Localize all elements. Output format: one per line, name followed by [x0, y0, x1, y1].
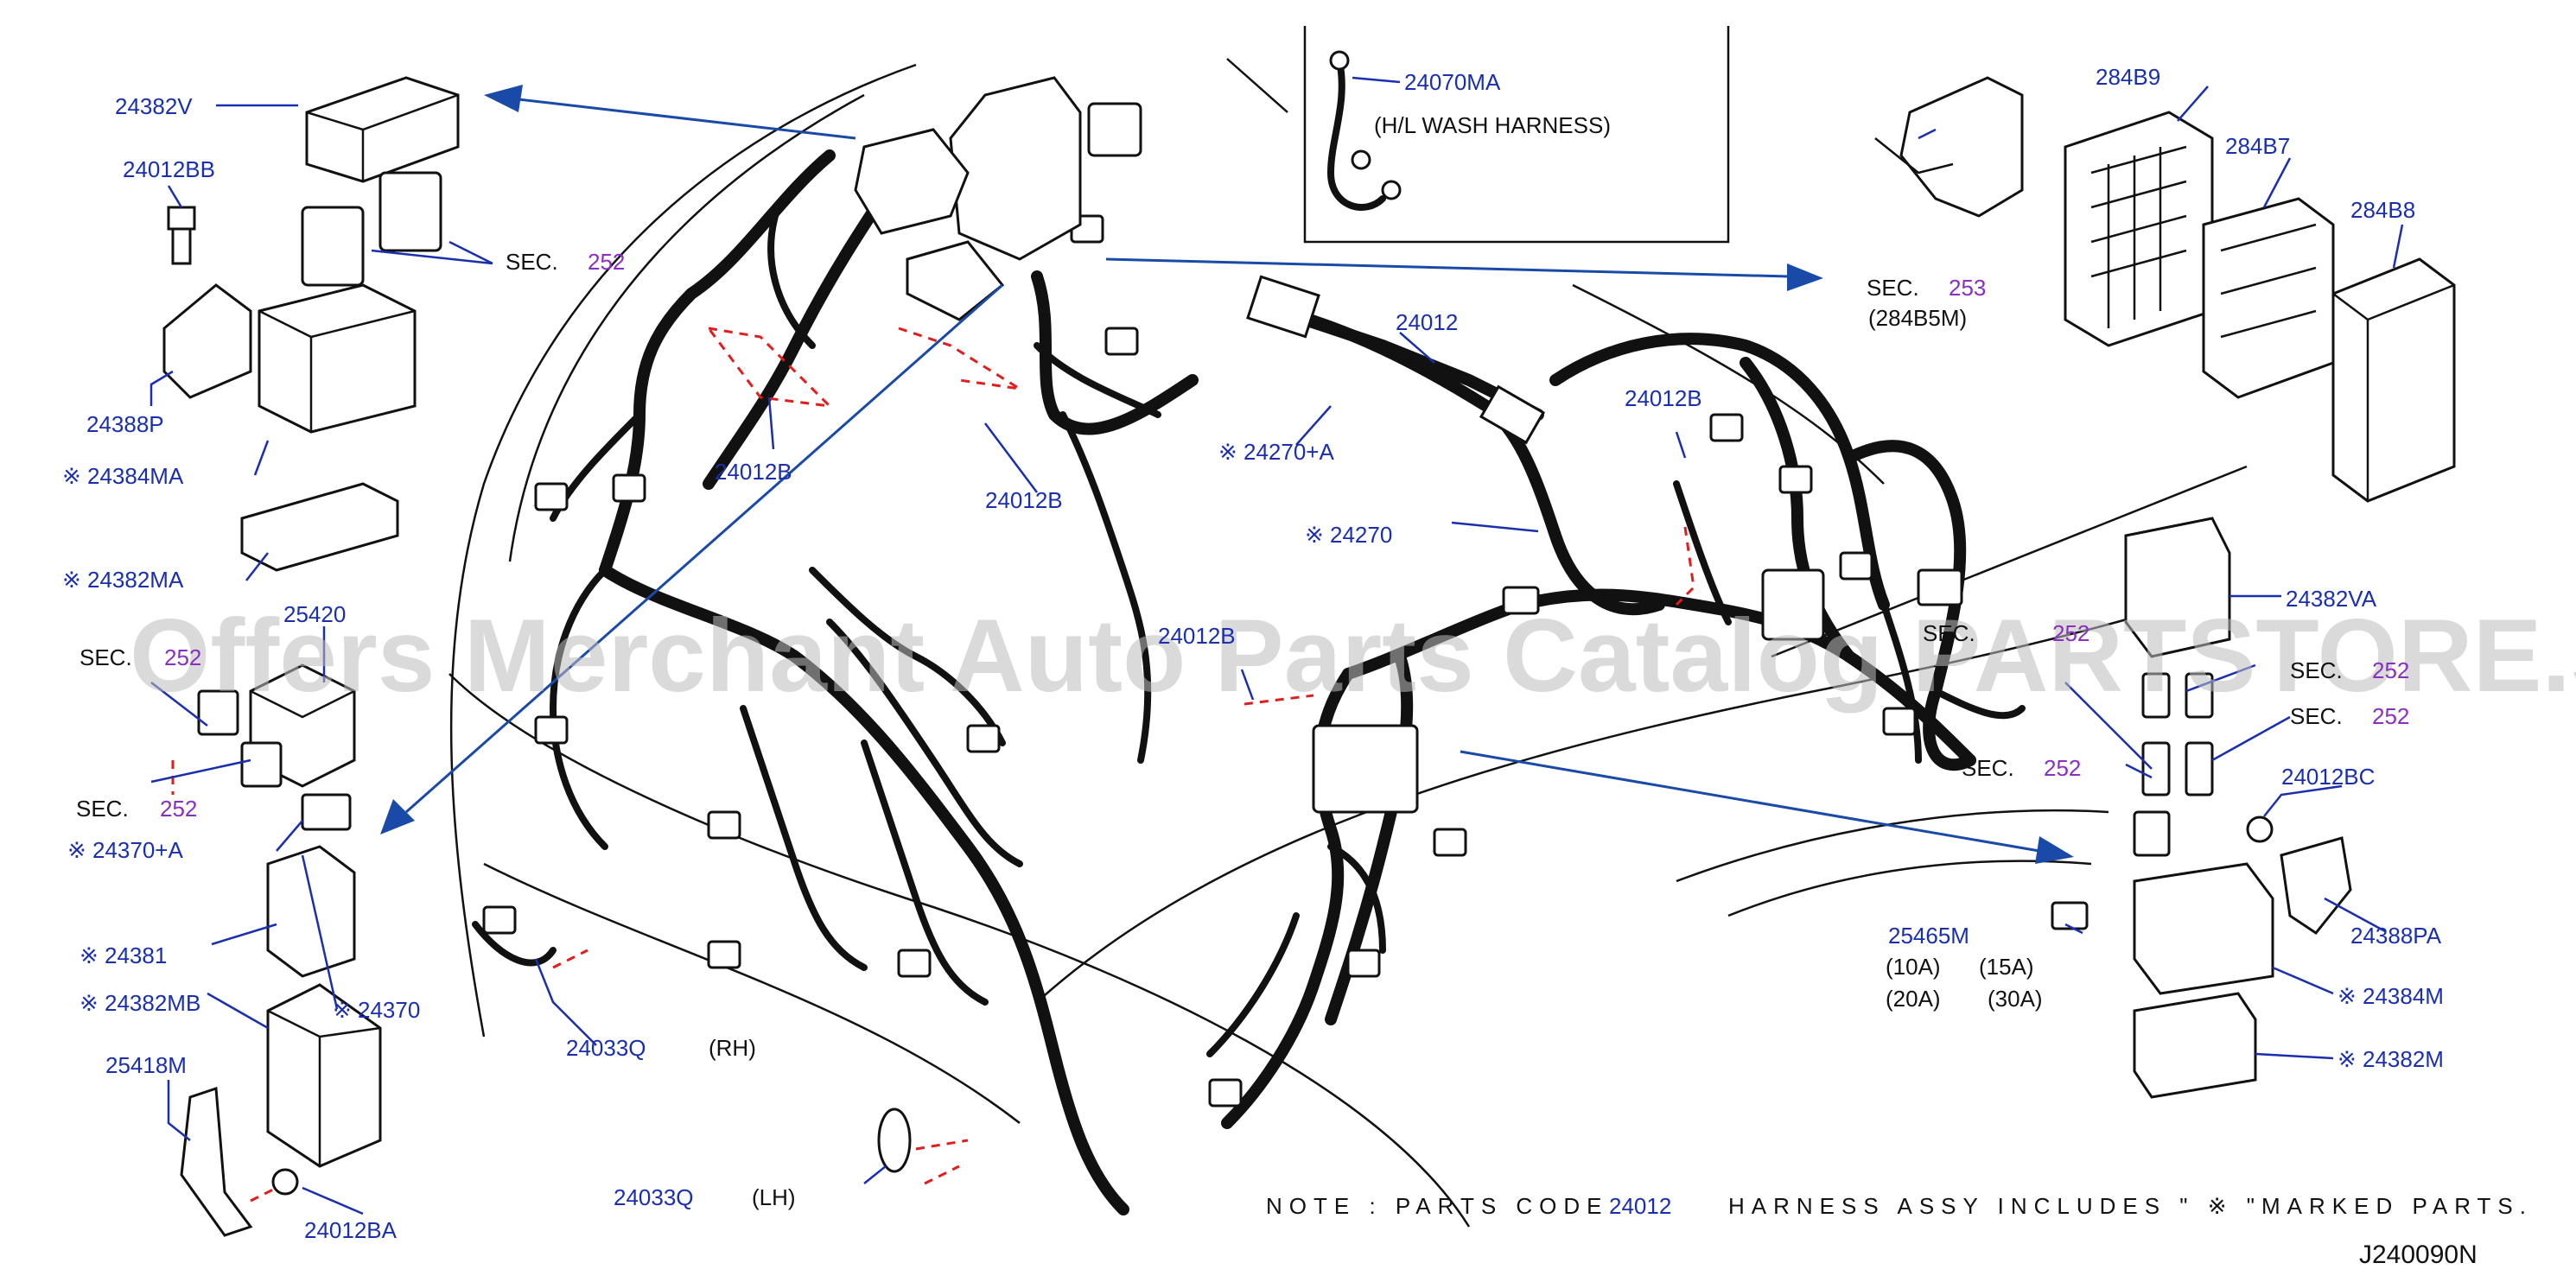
label-24012bb: 24012BB: [123, 156, 215, 182]
label-sec-c-num: 252: [160, 796, 197, 822]
hl-wash-harness-inset: [1303, 26, 1730, 244]
label-24381: ※ 24381: [80, 942, 167, 968]
label-rh: (RH): [709, 1035, 756, 1061]
harness-24270-section: [1246, 275, 1546, 445]
label-24382m: ※ 24382M: [2337, 1046, 2444, 1072]
label-sec-e: SEC.: [2290, 657, 2343, 683]
label-24033q-lh: 24033Q: [614, 1184, 694, 1210]
label-sec-g: SEC.: [1962, 755, 2014, 781]
note-prefix: NOTE : PARTS CODE: [1266, 1193, 1609, 1219]
label-amp-30a: (30A): [1988, 986, 2043, 1012]
label-24382mb: ※ 24382MB: [80, 990, 200, 1016]
left-parts-column: [162, 76, 460, 1237]
label-sec-253-num: 253: [1949, 275, 1986, 301]
label-sec-f: SEC.: [2290, 703, 2343, 729]
label-25420: 25420: [283, 601, 346, 627]
label-hl-wash: (H/L WASH HARNESS): [1374, 112, 1611, 138]
label-sec-d-num: 252: [2052, 620, 2089, 646]
label-sec-f-num: 252: [2372, 703, 2409, 729]
label-284b5m: (284B5M): [1868, 305, 1967, 331]
label-24382v: 24382V: [115, 93, 193, 119]
label-24033q-rh: 24033Q: [566, 1035, 646, 1061]
diagram-id: J240090N: [2359, 1241, 2477, 1269]
label-24012b-4: 24012B: [1158, 623, 1236, 649]
label-25465m: 25465M: [1888, 923, 1969, 949]
label-sec-e-num: 252: [2372, 657, 2409, 683]
label-24012bc: 24012BC: [2281, 764, 2375, 790]
label-sec-g-num: 252: [2044, 755, 2081, 781]
label-24370a: ※ 24370+A: [67, 837, 183, 863]
label-24012: 24012: [1396, 309, 1458, 335]
label-24382ma: ※ 24382MA: [62, 567, 184, 593]
label-284b8: 284B8: [2350, 197, 2415, 223]
label-sec-b: SEC.: [80, 644, 132, 670]
label-24012ba: 24012BA: [304, 1217, 398, 1243]
label-24070ma: 24070MA: [1404, 69, 1501, 95]
label-284b7: 284B7: [2225, 133, 2290, 159]
reference-arrows: [380, 85, 2074, 864]
label-amp-20a: (20A): [1886, 986, 1941, 1012]
part-labels: 24382V 24012BB SEC. 252 24388P ※ 24384MA…: [62, 64, 2444, 1243]
label-24382va: 24382VA: [2286, 586, 2377, 612]
label-sec-253: SEC.: [1867, 275, 1919, 301]
label-sec-b-num: 252: [164, 644, 201, 670]
label-24012b-3: 24012B: [1625, 385, 1702, 411]
label-amp-15a: (15A): [1979, 954, 2034, 980]
label-24384m: ※ 24384M: [2337, 983, 2444, 1009]
harness-connectors: [482, 214, 1963, 1107]
sensor-24033q: [472, 921, 969, 1173]
label-24388p: 24388P: [86, 411, 164, 437]
label-24370: ※ 24370: [333, 997, 420, 1023]
right-parts-column: [1874, 76, 2456, 1099]
note-suffix: HARNESS ASSY INCLUDES " ※ "MARKED PARTS.: [1728, 1193, 2533, 1219]
label-24388pa: 24388PA: [2350, 923, 2442, 949]
label-24270: ※ 24270: [1305, 522, 1392, 548]
label-amp-10a: (10A): [1886, 954, 1941, 980]
label-lh: (LH): [752, 1184, 796, 1210]
label-sec-c: SEC.: [76, 796, 129, 822]
leader-lines: [149, 76, 2404, 1215]
main-harness-24012: [550, 149, 2026, 1215]
watermark-text: Offers Merchant Auto Parts Catalog PARTS…: [130, 598, 2576, 714]
note-line: NOTE : PARTS CODE 24012 HARNESS ASSY INC…: [1266, 1193, 2533, 1219]
label-sec-a: SEC.: [506, 249, 558, 275]
label-sec-a-num: 252: [588, 249, 625, 275]
label-24384ma: ※ 24384MA: [62, 463, 184, 489]
label-24012b-1: 24012B: [715, 459, 792, 485]
note-code: 24012: [1609, 1193, 1671, 1219]
label-25418m: 25418M: [105, 1052, 187, 1078]
engine-fuse-block: [854, 76, 1142, 321]
label-24012b-2: 24012B: [985, 487, 1063, 513]
label-284b9: 284B9: [2096, 64, 2160, 90]
label-24270a: ※ 24270+A: [1218, 439, 1334, 465]
label-sec-d: SEC.: [1923, 620, 1975, 646]
